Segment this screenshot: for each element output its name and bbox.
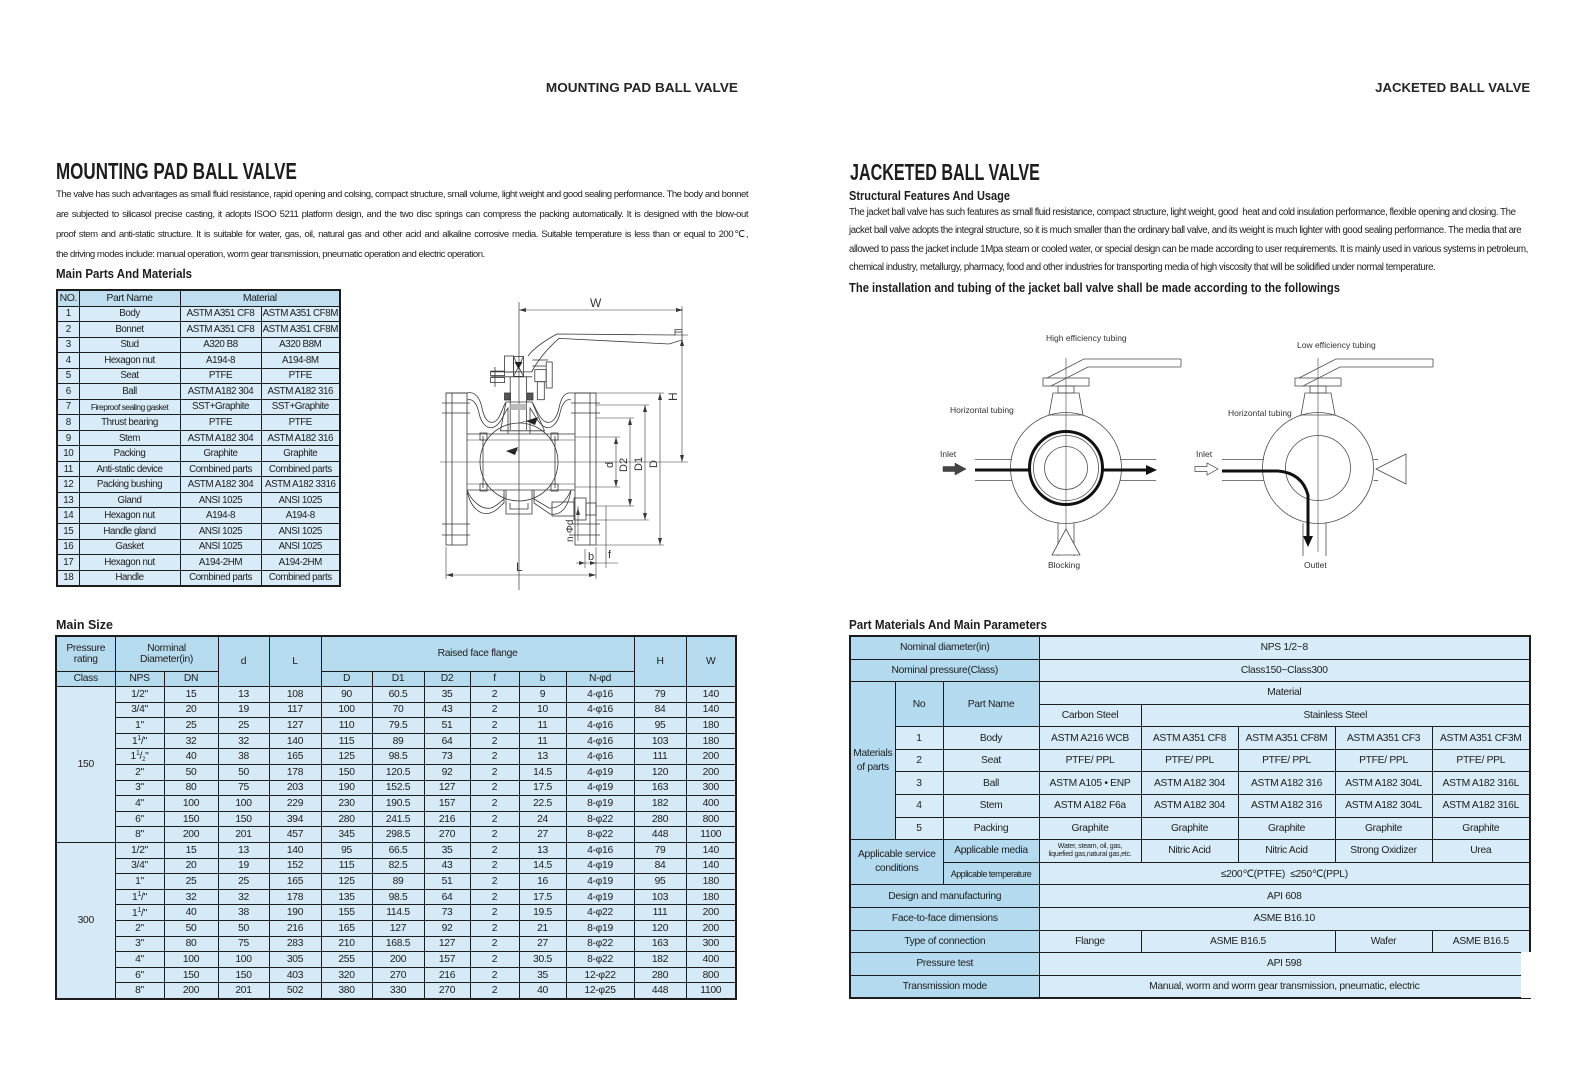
svg-text:H: H [666,392,680,401]
svg-text:b: b [588,551,594,563]
svg-text:W: W [590,296,602,310]
svg-text:Inlet: Inlet [940,449,957,459]
svg-text:d: d [604,462,616,468]
svg-text:Horizontal tubing: Horizontal tubing [1228,408,1292,418]
svg-text:Inlet: Inlet [1196,449,1213,459]
svg-text:Low efficiency tubing: Low efficiency tubing [1297,340,1376,350]
svg-text:Horizontal tubing: Horizontal tubing [950,405,1014,415]
svg-text:Outlet: Outlet [1304,560,1327,570]
svg-text:D2: D2 [618,458,630,472]
svg-text:Blocking: Blocking [1048,560,1080,570]
svg-text:High efficiency tubing: High efficiency tubing [1046,333,1127,343]
svg-text:L: L [516,560,523,574]
svg-text:D1: D1 [633,457,645,471]
svg-text:n-Φd: n-Φd [565,520,576,542]
svg-text:f: f [608,549,612,561]
svg-text:D: D [648,460,660,468]
